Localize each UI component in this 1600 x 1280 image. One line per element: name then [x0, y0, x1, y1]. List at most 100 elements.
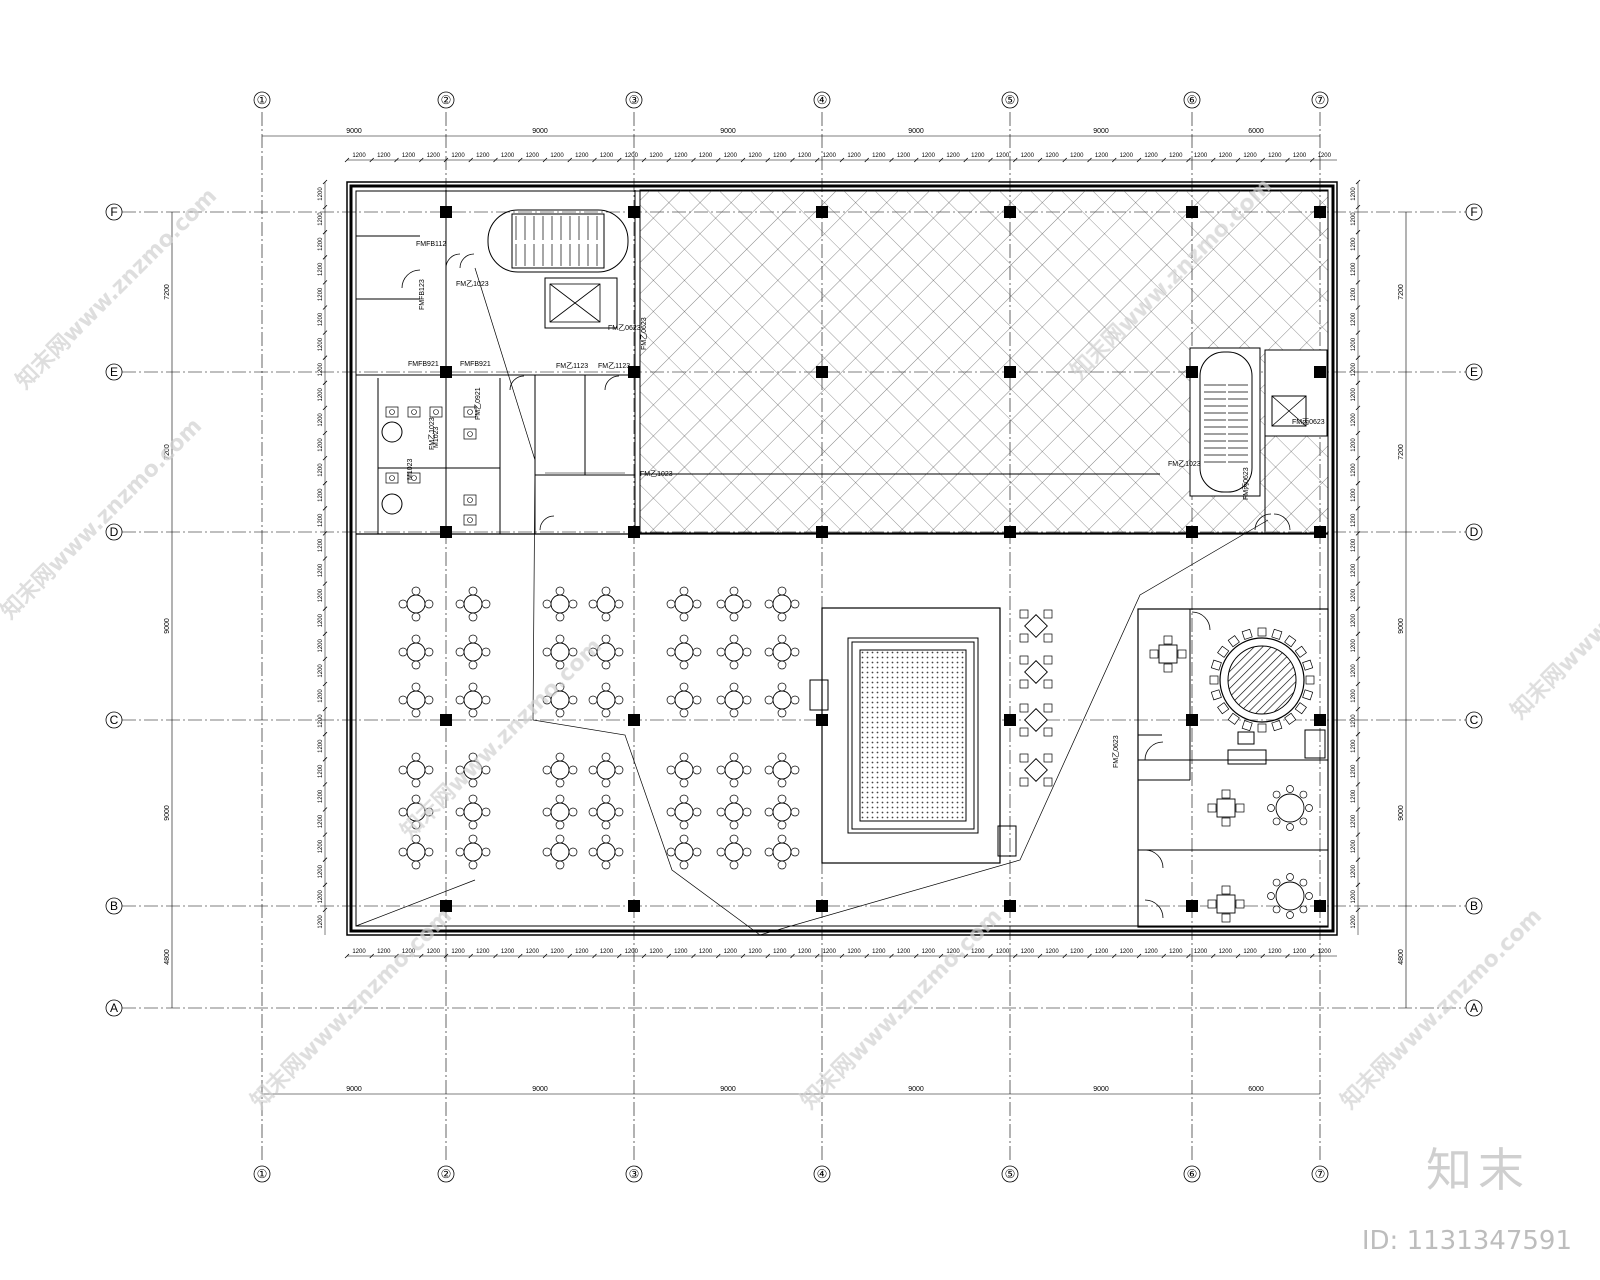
axis-label-col: ②: [441, 1167, 452, 1181]
column: [816, 526, 828, 538]
tick-mark: [394, 953, 399, 959]
toilet-fixture-bowl: [411, 409, 417, 415]
round-table: [406, 594, 426, 614]
chair: [614, 765, 624, 775]
tick-mark: [322, 681, 328, 687]
column: [440, 206, 452, 218]
tick-mark: [1355, 405, 1361, 411]
evacuation-route: [355, 267, 1269, 936]
toilet-fixture: [463, 494, 477, 506]
tick-dimension: 1200: [476, 153, 490, 159]
column: [816, 900, 828, 912]
chair: [398, 807, 408, 817]
tick-mark: [913, 157, 919, 163]
tick-dimension: 1200: [1293, 153, 1307, 159]
tick-dimension: 1200: [1144, 153, 1158, 159]
tick-mark: [493, 157, 498, 163]
tick-dimension: 1200: [1318, 949, 1332, 955]
tick-dimension: 1200: [1351, 839, 1357, 853]
tick-mark: [322, 179, 328, 185]
tick-mark: [1355, 204, 1361, 210]
toilet-fixture: [463, 406, 477, 418]
round-table: [724, 802, 744, 822]
chair: [481, 765, 491, 775]
tick-mark: [1062, 953, 1068, 959]
tick-mark: [1355, 907, 1361, 913]
chair: [716, 807, 726, 817]
axis-bubble: [813, 1165, 831, 1183]
bay-dimension: 9000: [164, 618, 171, 634]
column: [1004, 900, 1016, 912]
axis-label-col: ③: [629, 1167, 640, 1181]
tick-mark: [1355, 631, 1361, 637]
toilet-fixture: [429, 406, 443, 418]
chair: [601, 682, 611, 692]
chair: [1299, 905, 1308, 914]
column: [628, 714, 640, 726]
bay-dimension: 9000: [532, 128, 548, 135]
round-table: [463, 802, 483, 822]
chair: [764, 847, 774, 857]
tick-dimension: 1200: [318, 362, 324, 376]
axis-label-row: A: [1470, 1001, 1478, 1015]
chair: [1221, 913, 1231, 923]
chair: [1272, 878, 1281, 887]
round-table: [550, 842, 570, 862]
round-table: [772, 760, 792, 780]
tick-dimension: 1200: [625, 949, 639, 955]
tick-dimension: 1200: [1351, 563, 1357, 577]
tick-mark: [1235, 157, 1241, 163]
tick-mark: [839, 953, 845, 959]
watermark-text-2: 知末网www.znzmo.com: [0, 413, 207, 624]
tick-dimension: 1200: [724, 949, 738, 955]
round-table: [550, 594, 570, 614]
round-table: [550, 802, 570, 822]
column: [628, 366, 640, 378]
axis-label-row: B: [1470, 899, 1478, 913]
round-table: [596, 760, 616, 780]
axis-bubble: [253, 91, 271, 109]
tick-dimension: 1200: [823, 153, 837, 159]
axis-bubble: [1311, 91, 1329, 109]
banquet-chair: [1305, 675, 1315, 685]
chair: [679, 778, 689, 788]
chair: [1272, 905, 1281, 914]
chair: [424, 847, 434, 857]
banquet-chair: [1271, 628, 1283, 640]
column: [628, 900, 640, 912]
chair: [1019, 679, 1029, 689]
axis-label-row: E: [1470, 365, 1478, 379]
chair: [764, 765, 774, 775]
axis-bubble: [105, 999, 123, 1017]
tick-mark: [1161, 953, 1167, 959]
chair: [716, 599, 726, 609]
tick-dimension: 1200: [550, 949, 564, 955]
chair: [777, 634, 787, 644]
column: [1004, 366, 1016, 378]
chair: [729, 860, 739, 870]
chair: [481, 847, 491, 857]
chair: [1286, 873, 1294, 881]
bay-dimension: 9000: [1093, 1086, 1109, 1093]
chair: [729, 752, 739, 762]
axis-bubble: [1183, 91, 1201, 109]
tick-mark: [322, 807, 328, 812]
tick-mark: [1235, 953, 1241, 959]
tick-mark: [1136, 953, 1142, 959]
column: [440, 714, 452, 726]
tick-mark: [322, 280, 328, 285]
chair: [764, 695, 774, 705]
chair: [468, 860, 478, 870]
round-table: [596, 842, 616, 862]
chair: [742, 695, 752, 705]
chair: [1019, 727, 1029, 737]
tick-mark: [666, 157, 672, 163]
tick-mark: [322, 757, 328, 762]
round-table: [463, 690, 483, 710]
tick-mark: [1355, 229, 1361, 235]
tick-mark: [938, 953, 944, 959]
chair: [411, 820, 421, 830]
door-tag: FMFB112: [416, 241, 446, 248]
chair: [679, 612, 689, 622]
